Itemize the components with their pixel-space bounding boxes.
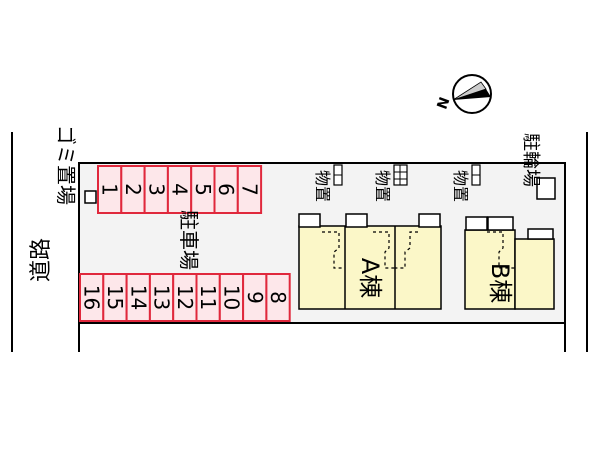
building-b-body xyxy=(514,238,555,310)
building-a-room-dashed xyxy=(373,231,395,269)
building-b-balcony xyxy=(527,228,554,240)
building-a-label: A棟 xyxy=(356,258,384,298)
building-b: B棟 xyxy=(464,216,555,310)
storage-1: 物置 xyxy=(313,164,343,202)
building-a-room-dashed xyxy=(322,231,345,269)
storage-label: 物置 xyxy=(313,170,332,202)
compass-north-label: N xyxy=(434,95,453,111)
bike-parking-box xyxy=(536,177,556,200)
parking-label: 駐車場 xyxy=(177,210,201,270)
garbage-label: ゴミ置場 xyxy=(54,125,78,205)
parking-space-number: 15 xyxy=(103,285,127,310)
building-b-room-dashed xyxy=(487,231,515,269)
parking-space-number: 1 xyxy=(98,183,122,196)
building-a-balcony xyxy=(418,213,441,228)
parking-space-number: 4 xyxy=(168,183,192,196)
building-a-balcony xyxy=(345,213,368,228)
bike-parking-label: 駐輪場 xyxy=(520,133,541,187)
compass-icon xyxy=(452,74,492,114)
parking-space-number: 5 xyxy=(191,183,215,196)
parking-space-number: 14 xyxy=(126,285,150,310)
building-a-balcony xyxy=(298,213,321,228)
parking-space xyxy=(265,273,291,322)
parking-space-number: 10 xyxy=(219,285,243,310)
parking-space-number: 11 xyxy=(196,285,220,310)
parking-space-number: 6 xyxy=(214,183,238,196)
building-b-balcony xyxy=(465,216,488,231)
parking-space-number: 13 xyxy=(150,285,174,310)
parking-space-number: 12 xyxy=(173,285,197,310)
compass-needle-light xyxy=(452,81,487,101)
storage-2: 物置 xyxy=(373,164,408,202)
building-b-label: B棟 xyxy=(486,263,514,303)
storage-label: 物置 xyxy=(373,170,392,202)
parking-space-number: 8 xyxy=(266,291,290,304)
building-a: A棟 xyxy=(298,213,442,310)
road-label: 道路 xyxy=(29,238,54,282)
parking-space-number: 2 xyxy=(121,183,145,196)
building-b-balcony xyxy=(487,216,514,231)
parking-space-number: 9 xyxy=(243,291,267,304)
parking-space xyxy=(236,165,263,214)
parking-space-number: 7 xyxy=(237,183,261,196)
building-a-room-dashed xyxy=(395,231,418,269)
parking-space-number: 16 xyxy=(80,285,104,310)
storage-3: 物置 xyxy=(451,164,481,202)
garbage-box xyxy=(84,190,97,204)
building-a-body xyxy=(298,225,442,310)
parking-space-number: 3 xyxy=(144,183,168,196)
storage-label: 物置 xyxy=(451,170,470,202)
